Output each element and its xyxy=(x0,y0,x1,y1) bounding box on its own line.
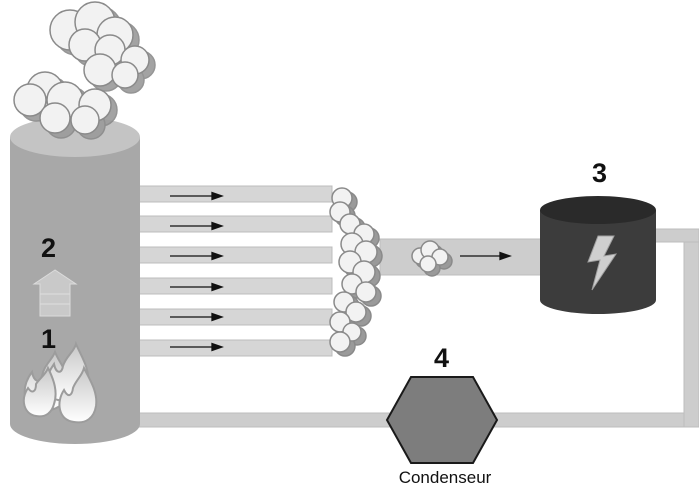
flow-arrow-icon xyxy=(170,282,224,292)
flow-arrow-icon xyxy=(460,251,512,261)
condenser-label: Condenseur xyxy=(398,468,492,487)
flow-arrow-icon xyxy=(170,342,224,352)
flow-arrow-icon xyxy=(170,312,224,322)
flow-arrow-icon xyxy=(170,221,224,231)
steam-cloud-icon xyxy=(329,187,383,357)
up-arrow-icon xyxy=(32,269,78,317)
flow-arrow-icon xyxy=(170,251,224,261)
lightning-bolt-icon xyxy=(587,235,618,291)
manifold-tubes xyxy=(103,185,333,357)
condenser-hexagon xyxy=(385,376,499,464)
smoke-cloud-icon xyxy=(13,1,156,140)
steam-puff-icon xyxy=(411,240,453,277)
flow-arrows xyxy=(170,191,512,352)
flame-icon xyxy=(22,340,98,424)
step-number-4: 4 xyxy=(434,343,450,373)
step-number-2: 2 xyxy=(41,233,57,263)
step-number-1: 1 xyxy=(41,324,57,354)
flow-arrow-icon xyxy=(170,191,224,201)
step-number-3: 3 xyxy=(592,158,608,188)
turbine-generator xyxy=(540,196,656,314)
